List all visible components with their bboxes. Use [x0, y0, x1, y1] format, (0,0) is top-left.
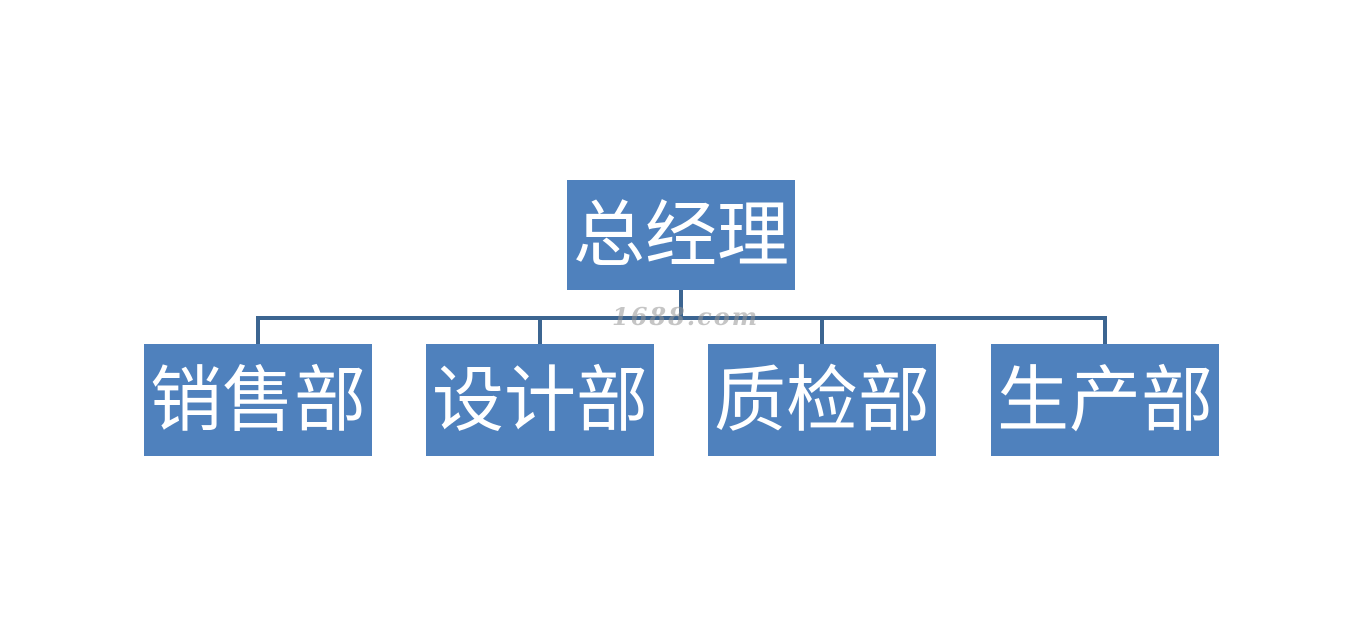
general-manager-label: 总经理: [572, 193, 789, 277]
design-dept-label: 设计部: [431, 358, 648, 442]
production-dept-label: 生产部: [996, 358, 1213, 442]
sales-dept-label: 销售部: [149, 358, 366, 442]
general-manager-node: 总经理: [567, 180, 795, 290]
sales-dept-node: 销售部: [144, 344, 372, 456]
production-dept-node: 生产部: [991, 344, 1219, 456]
quality-inspection-dept-node: 质检部: [708, 344, 936, 456]
design-dept-node: 设计部: [426, 344, 654, 456]
quality-inspection-dept-label: 质检部: [713, 358, 930, 442]
